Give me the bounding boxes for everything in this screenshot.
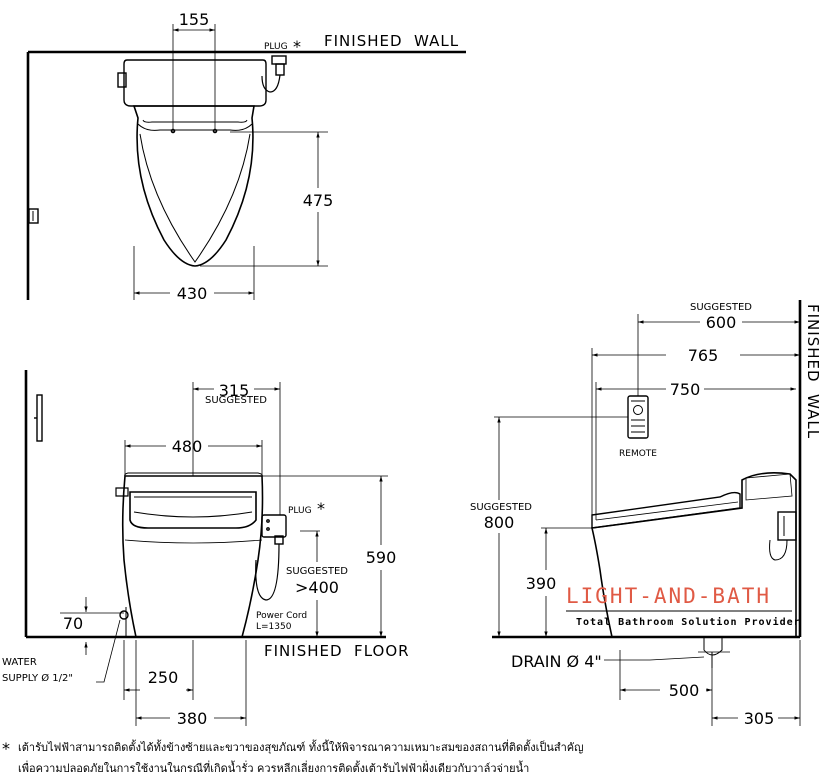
side-dim-750: 750 <box>670 380 701 399</box>
plan-bowl <box>132 105 255 267</box>
side-remote-label: REMOTE <box>619 449 657 459</box>
front-dim-590: 590 <box>366 548 397 567</box>
side-seat <box>591 491 741 529</box>
front-dim-315: 315 <box>219 381 250 400</box>
front-suggested-plug: SUGGESTED <box>286 566 348 577</box>
watermark-brand: LIGHT-AND-BATH <box>566 584 771 608</box>
side-finished-wall-label: FINISHED WALL <box>804 304 822 439</box>
watermark-tagline: Total Bathroom Solution Provider <box>576 616 801 628</box>
side-drain-label: DRAIN Ø 4" <box>511 652 602 671</box>
front-plug <box>261 514 287 538</box>
plan-plug <box>271 55 287 65</box>
front-plug-label: PLUG <box>288 506 312 516</box>
side-suggested-remote-height: SUGGESTED <box>470 502 532 513</box>
plan-view <box>26 24 466 300</box>
front-seat <box>129 491 257 529</box>
plan-dim-475: 475 <box>303 191 334 210</box>
plan-wall-fitting <box>28 208 39 224</box>
front-dim-480: 480 <box>172 437 203 456</box>
plan-plug-asterisk: * <box>293 37 301 56</box>
front-dim-250: 250 <box>148 668 179 687</box>
side-dim-800: 800 <box>484 513 515 532</box>
front-water-supply-2: SUPPLY Ø 1/2" <box>2 672 73 684</box>
front-power-cord: Power Cord <box>256 611 307 621</box>
plan-plug-label: PLUG <box>264 42 288 52</box>
footnote-asterisk: * <box>2 739 10 758</box>
footnote-line-1: เต้ารับไฟฟ้าสามารถติดตั้งได้ทั้งข้างซ้าย… <box>18 739 584 754</box>
side-dim-600: 600 <box>706 313 737 332</box>
side-suggested-remote: SUGGESTED <box>690 302 752 313</box>
plan-tank <box>123 59 267 107</box>
front-power-cord-length: L=1350 <box>256 622 292 632</box>
side-view <box>492 300 802 726</box>
front-dim-70: 70 <box>63 614 83 633</box>
front-toilet-body <box>121 475 264 638</box>
side-dim-500: 500 <box>669 681 700 700</box>
side-toilet-body <box>591 472 797 638</box>
watermark: LIGHT-AND-BATH Total Bathroom Solution P… <box>566 584 801 628</box>
footnote-line-2: เพื่อความปลอดภัยในการใช้งานในกรณีที่เกิด… <box>18 760 529 775</box>
plan-dim-155: 155 <box>179 10 210 29</box>
side-dim-390: 390 <box>526 574 557 593</box>
side-dim-305: 305 <box>744 709 775 728</box>
front-view <box>24 370 388 726</box>
front-water-supply-1: WATER <box>2 657 37 668</box>
front-dim-plug-height: >400 <box>295 578 339 597</box>
plan-finished-wall-label: FINISHED WALL <box>324 32 459 50</box>
front-plug-asterisk: * <box>317 499 325 518</box>
front-dim-380: 380 <box>177 709 208 728</box>
front-suggested-remote: SUGGESTED <box>205 395 267 406</box>
side-dim-765: 765 <box>688 346 719 365</box>
front-finished-floor: FINISHED FLOOR <box>264 642 410 660</box>
plan-dim-430: 430 <box>177 284 208 303</box>
